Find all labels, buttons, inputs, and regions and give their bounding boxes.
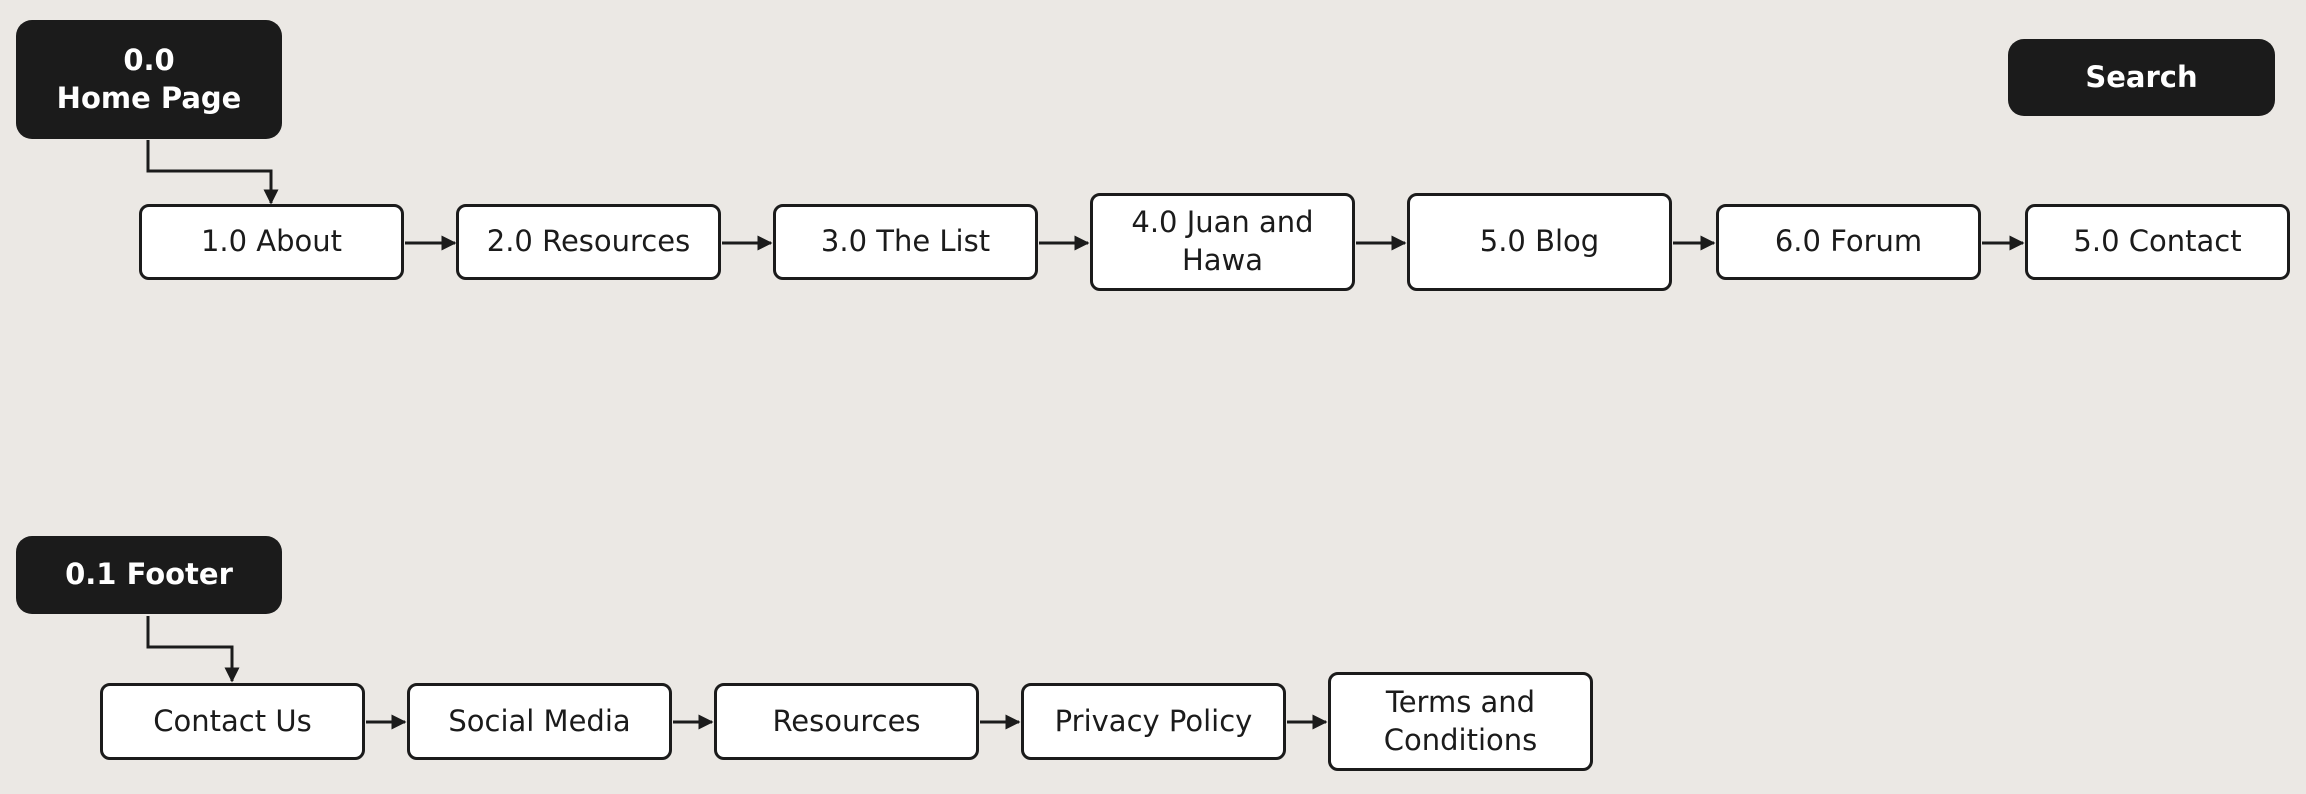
search-node[interactable]: Search [2008,39,2275,116]
footer-page-terms-and-conditions[interactable]: Terms and Conditions [1328,672,1593,771]
page-node-juan-and-hawa[interactable]: 4.0 Juan and Hawa [1090,193,1355,291]
connector-home-to-about [146,140,279,205]
page-label: Resources [772,703,921,738]
page-label: 2.0 Resources [486,224,691,259]
footer-page-resources[interactable]: Resources [714,683,979,760]
page-node-forum[interactable]: 6.0 Forum [1716,204,1981,280]
footer-page-social-media[interactable]: Social Media [407,683,672,760]
home-page-title: Home Page [56,80,242,115]
page-label: 5.0 Contact [2073,224,2242,259]
page-label: 1.0 About [200,224,343,259]
footer-page-contact-us[interactable]: Contact Us [100,683,365,760]
page-label: Terms and Conditions [1383,684,1538,757]
footer-page-privacy-policy[interactable]: Privacy Policy [1021,683,1286,760]
page-label: 6.0 Forum [1774,224,1923,259]
page-node-blog[interactable]: 5.0 Blog [1407,193,1672,291]
page-label: 3.0 The List [820,224,991,259]
page-label: 4.0 Juan and Hawa [1131,205,1314,277]
search-label: Search [2085,59,2198,94]
page-node-contact[interactable]: 5.0 Contact [2025,204,2290,280]
page-label: Social Media [448,703,631,738]
page-node-the-list[interactable]: 3.0 The List [773,204,1038,280]
page-label: Privacy Policy [1054,703,1253,738]
footer-node[interactable]: 0.1 Footer [16,536,282,614]
page-node-about[interactable]: 1.0 About [139,204,404,280]
connector-footer-to-contactus [146,616,240,683]
page-label: 5.0 Blog [1479,224,1600,259]
home-page-number: 0.0 [123,42,175,77]
home-page-node[interactable]: 0.0 Home Page [16,20,282,139]
page-label: Contact Us [153,703,312,738]
footer-title: 0.1 Footer [65,557,233,592]
page-node-resources[interactable]: 2.0 Resources [456,204,721,280]
